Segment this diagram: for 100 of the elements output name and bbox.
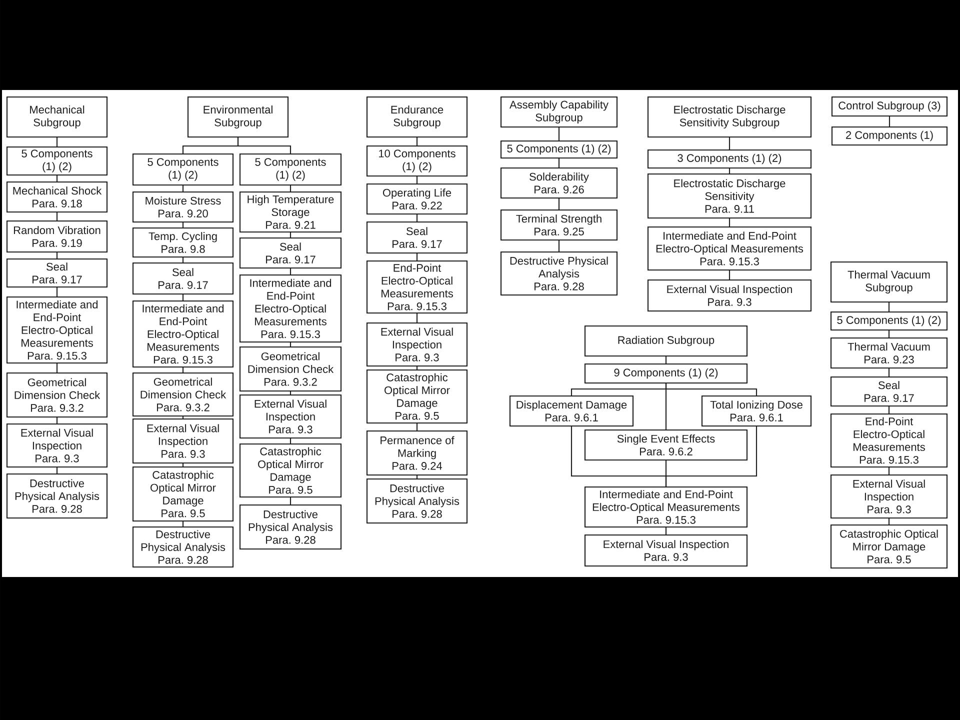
connector-line [888, 302, 890, 312]
test-step-box: Intermediate and End-Point Electro-Optical Measurements Para. 9.15.3 [584, 486, 748, 528]
connector-line [728, 137, 730, 150]
test-step-box: Intermediate and End-Point Electro-Optical Measurements Para. 9.15.3 [647, 226, 812, 271]
connector-line [416, 214, 418, 222]
connector-line [182, 521, 184, 527]
connector-line [728, 218, 730, 227]
connector-line [290, 185, 292, 192]
connector-line [56, 417, 58, 424]
test-step-box: External Visual Inspection Para. 9.3 [239, 394, 342, 439]
sample-count-box: 5 Components (1) (2) [132, 153, 234, 186]
test-step-box: Random Vibration Para. 9.19 [6, 220, 108, 253]
connector-line [56, 467, 58, 474]
subgroup-box: Control Subgroup (3) [831, 96, 948, 117]
connector-line [888, 467, 890, 475]
sample-count-box: 5 Components (1) (2) [239, 153, 342, 186]
connector-line [56, 212, 58, 221]
connector-line [290, 438, 292, 444]
connector-line [558, 127, 560, 141]
sample-count-box: 2 Components (1) [831, 126, 948, 146]
test-step-box: Destructive Physical Analysis Para. 9.28 [366, 478, 468, 524]
connector-line [290, 497, 292, 505]
test-step-box: Geometrical Dimension Check Para. 9.3.2 [239, 346, 342, 392]
test-step-box: Electrostatic Discharge Sensitivity Para. 9.11 [647, 173, 812, 219]
test-step-box: Temp. Cycling Para. 9.8 [132, 227, 234, 258]
test-step-box: External Visual Inspection Para. 9.3 [584, 534, 748, 567]
connector-line [416, 137, 418, 146]
test-step-box: Terminal Strength Para. 9.25 [500, 209, 618, 241]
connector-line [56, 287, 58, 297]
test-step-box: Seal Para. 9.17 [6, 258, 108, 288]
test-step-box: External Visual Inspection Para. 9.3 [366, 322, 468, 367]
test-step-box: External Visual Inspection Para. 9.3 [132, 418, 234, 464]
connector-line [182, 257, 184, 263]
test-step-box: Seal Para. 9.17 [132, 262, 234, 295]
connector-line [665, 426, 758, 487]
connector-line [416, 176, 418, 184]
test-step-box: Moisture Stress Para. 9.20 [132, 191, 234, 223]
connector-line [237, 137, 292, 154]
connector-line [888, 406, 890, 414]
sample-count-box: 5 Components (1) (2) [6, 146, 108, 176]
sample-count-box: 5 Components (1) (2) [830, 311, 948, 331]
connector-line [182, 367, 184, 373]
subgroup-box: Endurance Subgroup [366, 96, 468, 138]
subgroup-box: Environmental Subgroup [187, 96, 289, 138]
connector-line [290, 391, 292, 395]
test-step-box: High Temperature Storage Para. 9.21 [239, 191, 342, 233]
connector-line [888, 116, 890, 127]
test-step-box: Intermediate and End-Point Electro-Optical Measurements Para. 9.15.3 [132, 300, 234, 368]
test-step-box: Seal Para. 9.17 [239, 237, 342, 269]
subgroup-box: Thermal Vacuum Subgroup [830, 261, 948, 303]
connector-line [182, 222, 184, 228]
connector-line [558, 240, 560, 252]
test-step-box: Solderability Para. 9.26 [500, 167, 618, 199]
connector-line [728, 270, 730, 280]
connector-line [56, 175, 58, 182]
connector-line [56, 252, 58, 259]
connector-line [290, 342, 292, 347]
test-step-box: Total Ionizing Dose Para. 9.6.1 [701, 395, 812, 427]
subgroup-box: Electrostatic Discharge Sensitivity Subgroup [647, 96, 812, 138]
test-step-box: Destructive Physical Analysis Para. 9.28 [239, 504, 342, 550]
test-step-box: Displacement Damage Para. 9.6.1 [509, 395, 634, 427]
connector-line [728, 168, 730, 174]
subgroup-box: Mechanical Subgroup [6, 96, 108, 138]
subgroup-box: Radiation Subgroup [584, 325, 748, 357]
test-step-box: Thermal Vacuum Para. 9.23 [830, 337, 948, 369]
sample-count-box: 5 Components (1) (2) [500, 140, 618, 159]
connector-line [182, 416, 184, 419]
sample-count-box: 3 Components (1) (2) [647, 149, 812, 169]
test-step-box: Geometrical Dimension Check Para. 9.3.2 [132, 372, 234, 417]
connector-line [56, 363, 58, 373]
sample-count-box: 9 Components (1) (2) [584, 363, 748, 384]
test-step-box: Catastrophic Optical Mirror Damage Para. 9.5 [830, 524, 948, 569]
test-step-box: External Visual Inspection Para. 9.3 [6, 423, 108, 468]
connector-line [888, 330, 890, 338]
connector-line [416, 253, 418, 261]
test-step-box: Intermediate and End-Point Electro-Optical Measurements Para. 9.15.3 [239, 274, 342, 343]
test-step-box: Geometrical Dimension Check Para. 9.3.2 [6, 372, 108, 418]
connector-line [56, 137, 58, 147]
connector-line [665, 356, 667, 364]
subgroup-box: Assembly Capability Subgroup [500, 96, 618, 128]
test-step-box: Intermediate and End-Point Electro-Optical Measurements Para. 9.15.3 [6, 296, 108, 364]
connector-line [290, 268, 292, 275]
connector-line [558, 158, 560, 168]
test-step-box: External Visual Inspection Para. 9.3 [830, 474, 948, 519]
connector-line [665, 383, 758, 396]
test-step-box: Catastrophic Optical Mirror Damage Para. 9.5 [239, 443, 342, 498]
test-step-box: Destructive Physical Analysis Para. 9.28 [500, 251, 618, 296]
connector-line [416, 366, 418, 370]
test-step-box: Operating Life Para. 9.22 [366, 183, 468, 215]
test-step-box: Permanence of Marking Para. 9.24 [366, 430, 468, 476]
test-step-box: External Visual Inspection Para. 9.3 [647, 279, 812, 312]
test-step-box: Mechanical Shock Para. 9.18 [6, 181, 108, 213]
connector-line [182, 463, 184, 467]
test-step-box: Single Event Effects Para. 9.6.2 [584, 429, 748, 461]
connector-line [888, 518, 890, 525]
test-step-box: Destructive Physical Analysis Para. 9.28 [6, 473, 108, 519]
connector-line [416, 475, 418, 479]
test-step-box: End-Point Electro-Optical Measurements Para. 9.15.3 [366, 260, 468, 314]
test-step-box: Catastrophic Optical Mirror Damage Para. 9.5 [366, 369, 468, 424]
test-step-box: End-Point Electro-Optical Measurements Para. 9.15.3 [830, 413, 948, 468]
